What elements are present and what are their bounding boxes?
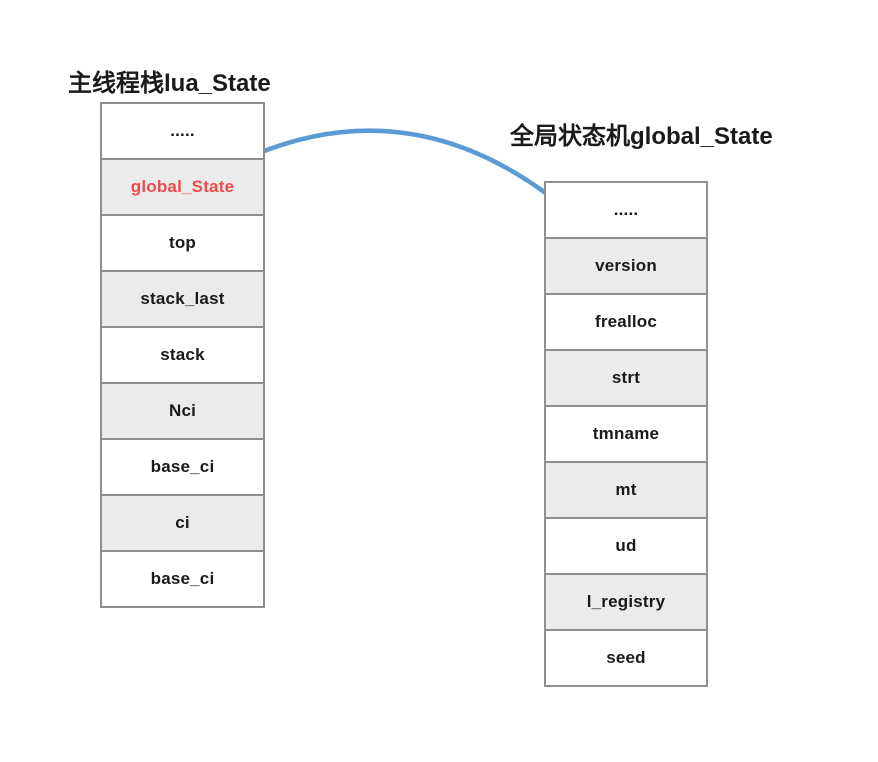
cell-strt: strt	[546, 351, 706, 407]
lua-state-table: ..... global_State top stack_last stack …	[100, 102, 265, 608]
cell-base-ci-1: base_ci	[102, 440, 263, 496]
cell-dots-right: .....	[546, 183, 706, 239]
cell-top: top	[102, 216, 263, 272]
cell-stack-last: stack_last	[102, 272, 263, 328]
left-table-title: 主线程栈lua_State	[68, 70, 271, 97]
cell-frealloc: frealloc	[546, 295, 706, 351]
cell-tmname: tmname	[546, 407, 706, 463]
cell-version: version	[546, 239, 706, 295]
cell-base-ci-2: base_ci	[102, 552, 263, 606]
cell-dots-left: .....	[102, 104, 263, 160]
cell-nci: Nci	[102, 384, 263, 440]
global-state-table: ..... version frealloc strt tmname mt ud…	[544, 181, 708, 687]
cell-seed: seed	[546, 631, 706, 685]
cell-mt: mt	[546, 463, 706, 519]
cell-ud: ud	[546, 519, 706, 575]
cell-global-state: global_State	[102, 160, 263, 216]
cell-ci: ci	[102, 496, 263, 552]
cell-stack: stack	[102, 328, 263, 384]
right-table-title: 全局状态机global_State	[510, 123, 773, 150]
cell-l-registry: l_registry	[546, 575, 706, 631]
